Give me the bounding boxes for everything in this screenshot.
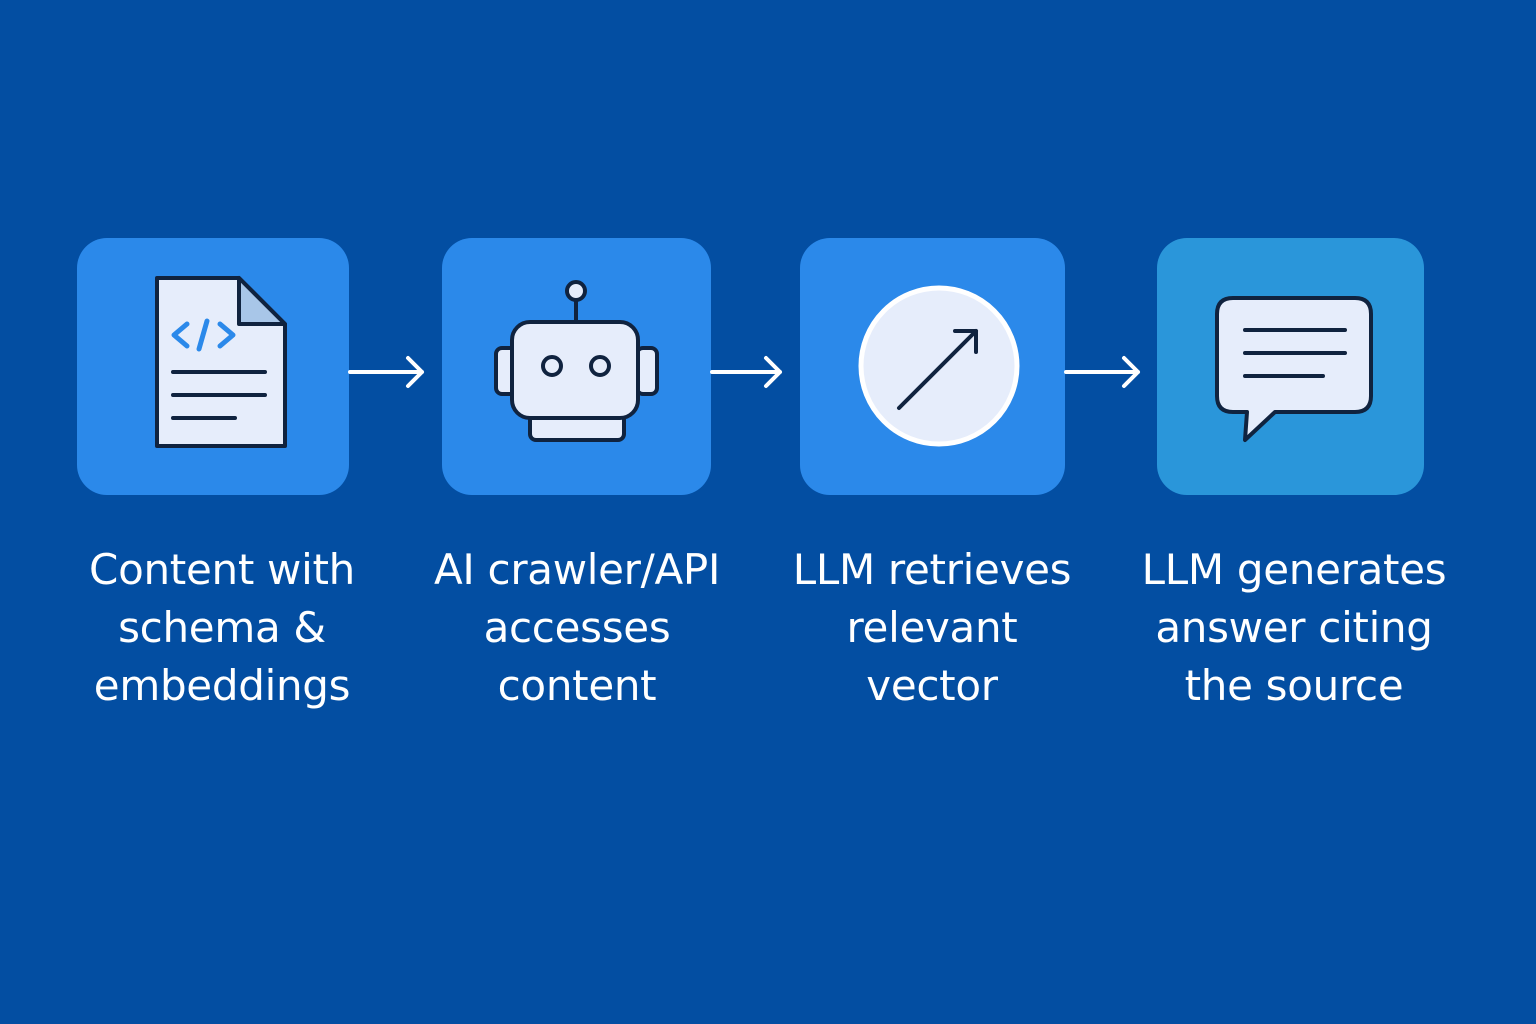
step-2-tile — [442, 238, 711, 495]
step-1-label-line-2: schema & — [118, 603, 326, 652]
step-4-tile — [1157, 238, 1424, 495]
step-3-tile — [800, 238, 1065, 495]
step-2-label-line-2: accesses — [483, 603, 671, 652]
step-4-label-line-2: answer citing — [1155, 603, 1433, 652]
arrow-3-icon — [1064, 356, 1140, 388]
step-3-label-line-3: vector — [866, 661, 998, 710]
step-2-label-line-3: content — [497, 661, 657, 710]
step-4-label-line-3: the source — [1184, 661, 1404, 710]
step-4-label: LLM generates answer citing the source — [1114, 541, 1474, 715]
arrow-1-icon — [348, 356, 424, 388]
vector-arrow-icon — [858, 285, 1020, 447]
code-document-icon — [155, 276, 287, 448]
step-4-label-line-1: LLM generates — [1141, 545, 1447, 594]
step-2-label: AI crawler/API accesses content — [397, 541, 757, 715]
step-1-label: Content with schema & embeddings — [42, 541, 402, 715]
speech-bubble-icon — [1215, 296, 1373, 442]
arrow-2-icon — [710, 356, 782, 388]
step-3-label-line-2: relevant — [846, 603, 1018, 652]
step-1-label-line-3: embeddings — [93, 661, 351, 710]
step-1-label-line-1: Content with — [89, 545, 355, 594]
step-3-label-line-1: LLM retrieves — [792, 545, 1072, 594]
step-2-label-line-1: AI crawler/API — [433, 545, 721, 594]
step-1-tile — [77, 238, 349, 495]
step-3-label: LLM retrieves relevant vector — [752, 541, 1112, 715]
robot-icon — [494, 280, 659, 442]
